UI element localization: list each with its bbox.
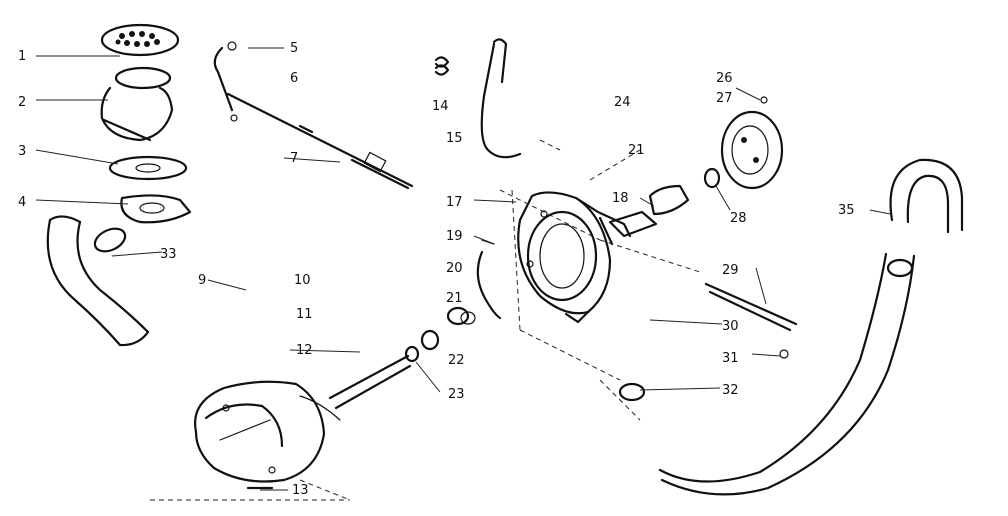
callout-18: 18 bbox=[612, 191, 629, 206]
callout-32: 32 bbox=[722, 383, 739, 398]
pump-cover-part bbox=[194, 380, 326, 490]
drain-hose-right-part bbox=[658, 158, 964, 496]
callout-4: 4 bbox=[18, 195, 26, 210]
linkage-rod-part bbox=[213, 41, 414, 190]
callout-13: 13 bbox=[292, 483, 309, 498]
filter-housing-part bbox=[100, 86, 174, 142]
callout-21-upper: 21 bbox=[628, 143, 645, 158]
callout-35: 35 bbox=[838, 203, 855, 218]
callout-7: 7 bbox=[290, 151, 298, 166]
callout-30: 30 bbox=[722, 319, 739, 334]
callout-33: 33 bbox=[160, 247, 177, 262]
spring-part bbox=[446, 306, 476, 326]
filter-screen-part bbox=[100, 23, 180, 90]
callout-9: 9 bbox=[198, 273, 206, 288]
seal-washer-part bbox=[420, 329, 440, 351]
o-ring-part bbox=[404, 345, 420, 363]
callout-1: 1 bbox=[18, 49, 26, 64]
callout-2: 2 bbox=[18, 95, 26, 110]
callout-26: 26 bbox=[716, 71, 733, 86]
assembly-guide-lines bbox=[150, 139, 701, 501]
leader-lines bbox=[35, 47, 891, 491]
gasket-part bbox=[108, 155, 188, 181]
callout-21-lower: 21 bbox=[446, 291, 463, 306]
callout-14: 14 bbox=[432, 99, 449, 114]
callout-27: 27 bbox=[716, 91, 733, 106]
callout-12: 12 bbox=[296, 343, 313, 358]
callout-3: 3 bbox=[18, 144, 26, 159]
hose-clamp-wire-part bbox=[480, 38, 522, 159]
mounting-plate-part bbox=[120, 194, 192, 224]
callout-19: 19 bbox=[446, 229, 463, 244]
drain-hose-left-part bbox=[46, 215, 150, 347]
callout-29: 29 bbox=[722, 263, 739, 278]
clip-ring-part bbox=[703, 167, 721, 189]
pump-housing-part bbox=[517, 191, 632, 324]
callout-20: 20 bbox=[446, 261, 463, 276]
callout-labels: 1 2 3 4 5 6 7 9 10 11 12 13 14 15 17 18 … bbox=[18, 41, 855, 498]
long-shaft-part bbox=[704, 282, 798, 359]
callout-11: 11 bbox=[296, 307, 313, 322]
impeller-shaft-part bbox=[608, 184, 690, 238]
seal-ring-part bbox=[476, 239, 502, 320]
callout-28: 28 bbox=[730, 211, 747, 226]
callout-22: 22 bbox=[448, 353, 465, 368]
pulley-part bbox=[720, 96, 784, 190]
mounting-ring-part bbox=[618, 382, 646, 402]
callout-24: 24 bbox=[614, 95, 631, 110]
spring-clip-part bbox=[434, 56, 450, 76]
callout-23: 23 bbox=[448, 387, 465, 402]
callout-17: 17 bbox=[446, 195, 463, 210]
callout-6: 6 bbox=[290, 71, 298, 86]
drive-shaft-part bbox=[299, 354, 412, 421]
callout-15: 15 bbox=[446, 131, 463, 146]
callout-10: 10 bbox=[294, 273, 311, 288]
callout-5: 5 bbox=[290, 41, 298, 56]
callout-31: 31 bbox=[722, 351, 739, 366]
